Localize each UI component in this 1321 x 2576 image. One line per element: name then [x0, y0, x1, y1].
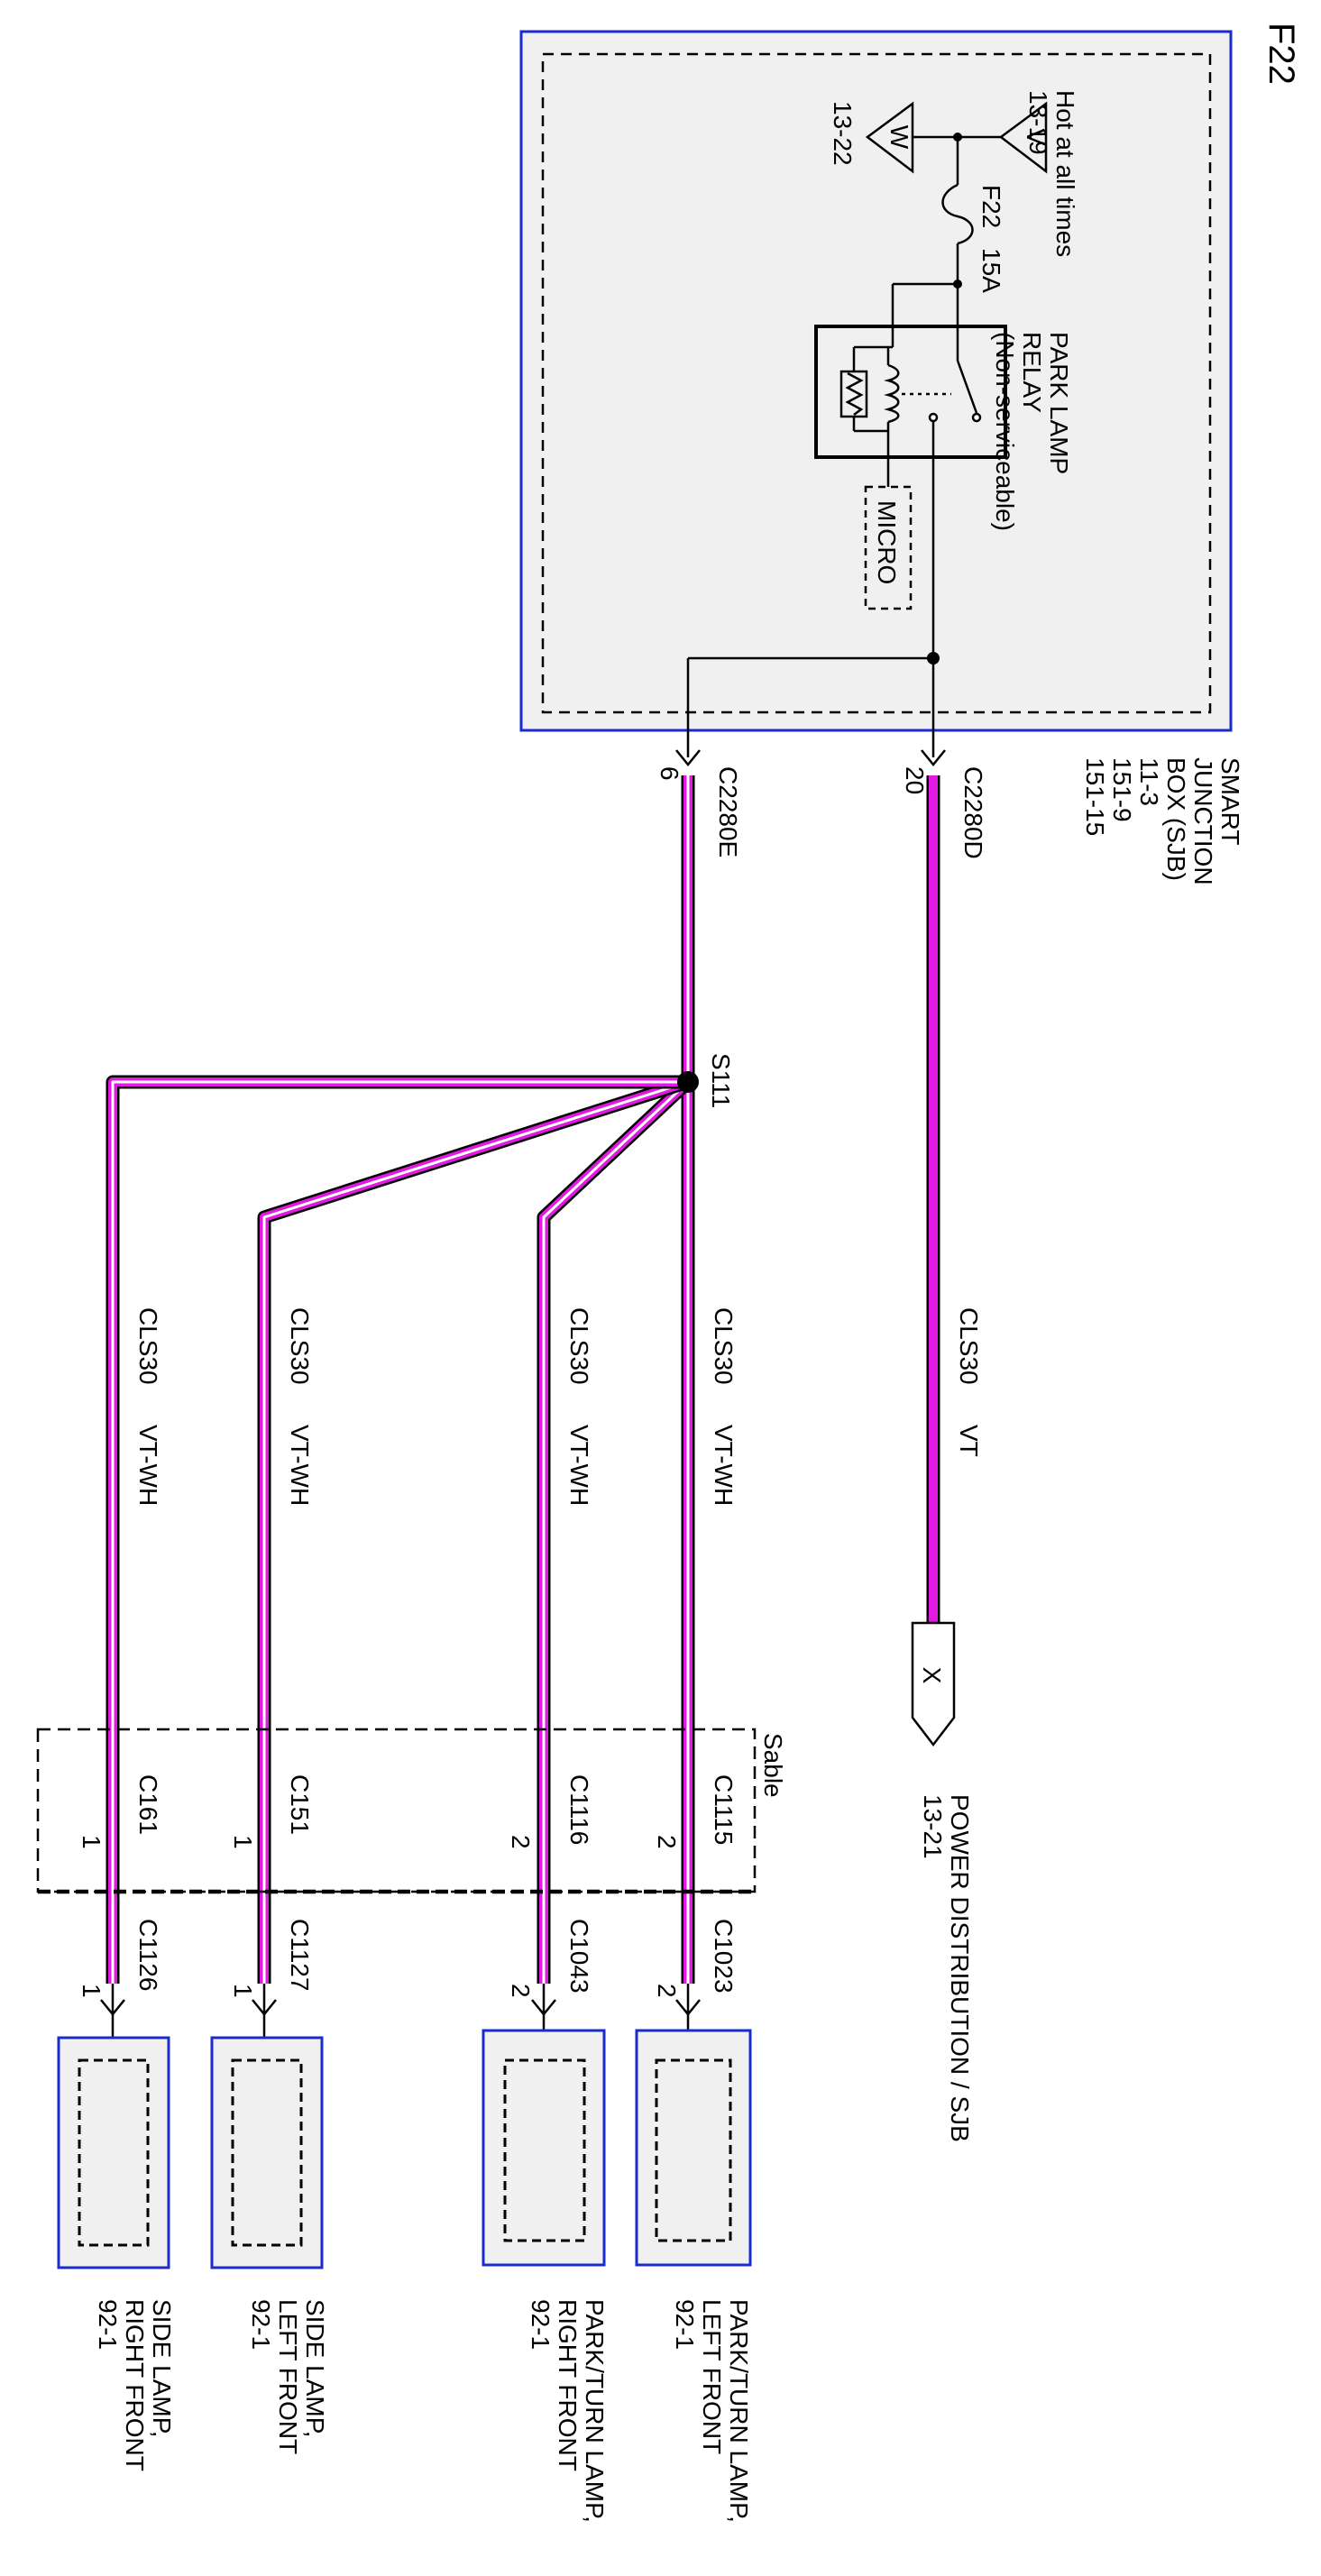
sjb-ref-3: 151-15 [1081, 757, 1109, 836]
sjb-output-wiring [675, 652, 946, 766]
wire-0-color: VT [955, 1425, 983, 1457]
relay-label-line-3: (Non-serviceable) [991, 332, 1019, 531]
inline-connector-c151-label: C151 [286, 1774, 314, 1835]
micro-label: MICRO [873, 500, 901, 584]
wire-vt-wh-to-side-left [257, 1075, 691, 1984]
park-lamp-relay [814, 282, 1007, 658]
sjb-inner-dashed-box [541, 52, 1212, 714]
fuse-rating: 15A [977, 248, 1005, 293]
component-label-park-turn-right-line-2: RIGHT FRONT [554, 2299, 582, 2471]
inline-connector-c1115-label: C1115 [710, 1774, 738, 1845]
sjb-name-line-3: BOX (SJB) [1162, 757, 1190, 881]
power-distribution-symbol [911, 1621, 956, 1747]
component-park-turn-lamp-right-front [482, 2029, 606, 2267]
connector-c2280e-label: C2280E [714, 766, 742, 857]
fuse-f22-symbol [941, 183, 974, 245]
component-label-side-right-line-2: RIGHT FRONT [121, 2299, 149, 2471]
component-connector-c1043-pin: 2 [507, 1984, 535, 1998]
component-connector-c1127-label: C1127 [286, 1919, 314, 1991]
component-label-park-turn-left-line-2: LEFT FRONT [698, 2299, 726, 2454]
sjb-name-line-2: JUNCTION [1189, 757, 1217, 885]
relay-label-line-2: RELAY [1018, 332, 1046, 413]
micro-box [864, 485, 913, 610]
component-label-park-turn-right-ref: 92-1 [527, 2299, 555, 2350]
component-label-park-turn-left-line-1: PARK/TURN LAMP, [725, 2299, 753, 2523]
connector-c2280d-pin: 20 [901, 766, 929, 794]
component-park-turn-lamp-left-front [635, 2029, 752, 2267]
wire-2-gauge: CLS30 [565, 1307, 593, 1385]
splice-s111-dot [677, 1071, 699, 1093]
wire-4-gauge: CLS30 [134, 1307, 162, 1385]
wire-4-color: VT-WH [134, 1425, 162, 1506]
component-connector-chevrons [100, 1984, 701, 2060]
hot-symbol-letter: V [1022, 129, 1050, 146]
sjb-ref-1: 11-3 [1135, 757, 1163, 806]
wire-vt-wh-to-side-right [105, 1075, 688, 1984]
sable-variant-label: Sable [759, 1733, 787, 1798]
hot-ref: 13-19 [1024, 90, 1052, 155]
fuse-name: F22 [977, 185, 1005, 228]
component-connector-c1023-pin: 2 [653, 1984, 681, 1998]
inline-connector-c161-label: C161 [134, 1774, 162, 1835]
relay-label-line-1: PARK LAMP [1045, 332, 1073, 474]
component-connector-c1127-pin: 1 [229, 1984, 257, 1998]
component-label-side-right-line-1: SIDE LAMP, [148, 2299, 176, 2438]
component-side-lamp-right-front [57, 2036, 170, 2269]
wire-1-color: VT-WH [710, 1425, 738, 1506]
splice-s111-label: S111 [707, 1053, 735, 1108]
wire-2-color: VT-WH [565, 1425, 593, 1506]
sjb-ref-2: 151-9 [1108, 757, 1136, 822]
component-connector-c1126-label: C1126 [134, 1919, 162, 1991]
inline-connector-c1115-pin: 2 [653, 1835, 681, 1849]
wire-3-color: VT-WH [286, 1425, 314, 1506]
hot-at-all-times-symbol: V [998, 101, 1050, 174]
component-connector-c1023-label: C1023 [710, 1919, 738, 1994]
component-label-park-turn-right-line-1: PARK/TURN LAMP, [581, 2299, 609, 2523]
wire-vt-wh-to-park-turn-right [537, 1077, 693, 1984]
component-label-side-right-ref: 92-1 [94, 2299, 122, 2350]
wire-0-gauge: CLS30 [955, 1307, 983, 1385]
sjb-name-line-1: SMART [1216, 757, 1244, 846]
inline-connector-c151-pin: 1 [229, 1835, 257, 1849]
hot-label: Hot at all times [1051, 90, 1079, 257]
sjb-outer-box [519, 30, 1233, 732]
inline-connector-c1116-label: C1116 [565, 1774, 593, 1845]
component-label-side-left-ref: 92-1 [247, 2299, 275, 2350]
component-label-side-left-line-2: LEFT FRONT [274, 2299, 302, 2454]
inline-connector-c161-pin: 1 [78, 1835, 105, 1849]
w-ref: 13-22 [829, 101, 857, 166]
sable-variant-box [36, 1728, 757, 1893]
power-distribution-label: POWER DISTRIBUTION / SJB [946, 1794, 974, 2142]
w-symbol-letter: W [885, 125, 913, 150]
wire-3-gauge: CLS30 [286, 1307, 314, 1385]
component-label-side-left-line-1: SIDE LAMP, [301, 2299, 329, 2438]
component-connector-c1043-label: C1043 [565, 1919, 593, 1994]
component-label-park-turn-left-ref: 92-1 [671, 2299, 699, 2350]
power-distribution-letter: X [918, 1667, 946, 1684]
connector-c2280d-label: C2280D [959, 766, 987, 859]
connector-c2280e-pin: 6 [656, 766, 683, 781]
inline-connector-c1116-pin: 2 [507, 1835, 535, 1849]
component-connector-c1126-pin: 1 [78, 1984, 105, 1998]
page-id: F22 [1261, 23, 1301, 85]
component-side-lamp-left-front [210, 2036, 324, 2269]
power-distribution-ref: 13-21 [919, 1794, 947, 1859]
wire-1-gauge: CLS30 [710, 1307, 738, 1385]
